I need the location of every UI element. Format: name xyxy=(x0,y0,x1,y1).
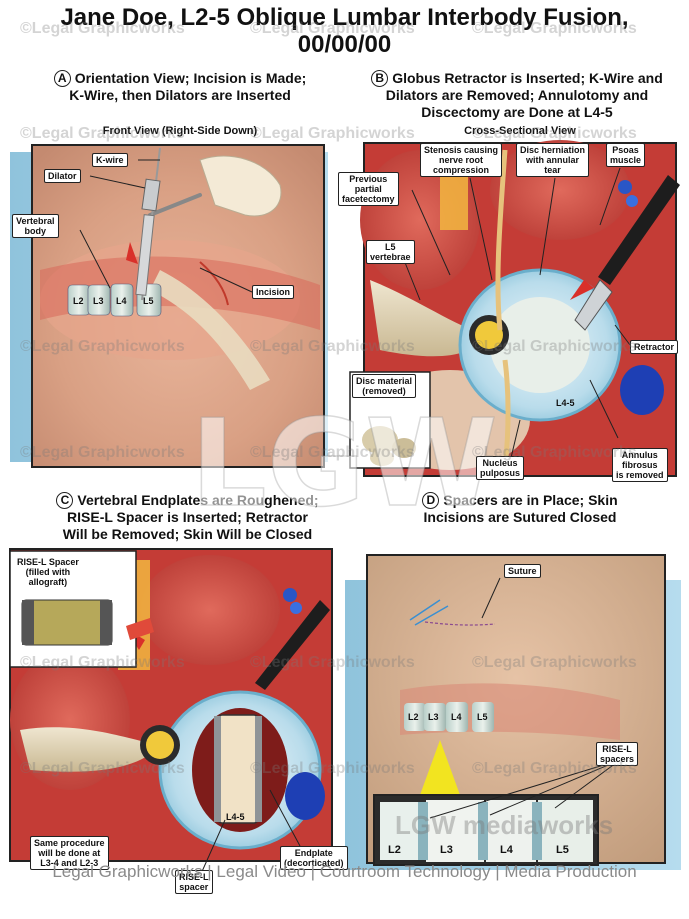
label-retractor: Retractor xyxy=(630,340,679,354)
label-psoas-muscle: Psoas muscle xyxy=(606,143,646,167)
vertebra-l4-a: L4 xyxy=(116,296,127,306)
label-disc-material: Disc material (removed) xyxy=(352,374,417,398)
panel-b-letter: B xyxy=(371,70,389,87)
vertebra-l4-zoom: L4 xyxy=(500,844,513,856)
panel-d-illustration xyxy=(345,554,681,870)
panel-a-subtitle: Front View (Right-Side Down) xyxy=(102,125,258,137)
label-dilator: Dilator xyxy=(44,169,81,183)
label-vertebral-body: Vertebral body xyxy=(12,214,59,238)
panel-a-line1: Orientation View; Incision is Made; xyxy=(74,70,307,86)
panel-c-illustration xyxy=(9,548,333,862)
panel-a-illustration xyxy=(10,144,328,468)
title-line-2: 00/00/00 xyxy=(297,31,392,58)
panel-d-line2: Incisions are Sutured Closed xyxy=(423,509,617,525)
panel-b-line1: Globus Retractor is Inserted; K-Wire and xyxy=(392,70,663,86)
vertebra-l2-d: L2 xyxy=(408,712,419,722)
label-annulus-fibrosus: Annulus fibrosus is removed xyxy=(612,448,668,482)
label-disc-herniation: Disc herniation with annular tear xyxy=(516,143,590,177)
panel-a-line2: K-Wire, then Dilators are Inserted xyxy=(69,87,291,103)
panel-c-line3: Will be Removed; Skin Will be Closed xyxy=(62,526,313,542)
page-title: Jane Doe, L2-5 Oblique Lumbar Interbody … xyxy=(0,4,689,58)
title-line-1: Jane Doe, L2-5 Oblique Lumbar Interbody … xyxy=(60,4,629,31)
vertebra-l2-a: L2 xyxy=(73,296,84,306)
label-endplate: Endplate (decorticated) xyxy=(280,846,348,870)
panel-c-line2: RISE-L Spacer is Inserted; Retractor xyxy=(67,509,308,525)
label-kwire: K-wire xyxy=(92,153,128,167)
vertebra-l5-zoom: L5 xyxy=(556,844,569,856)
panel-c-line1: Vertebral Endplates are Roughened; xyxy=(77,492,319,508)
label-rise-l-spacer-inset: RISE-L Spacer (filled with allograft) xyxy=(14,556,82,588)
panel-a-letter: A xyxy=(53,70,71,87)
label-stenosis: Stenosis causing nerve root compression xyxy=(420,143,503,177)
vertebra-l3-a: L3 xyxy=(93,296,104,306)
level-l4-5-b: L4-5 xyxy=(556,398,575,408)
label-l5-vertebrae: L5 vertebrae xyxy=(366,240,415,264)
panel-b-line3: Discectomy are Done at L4-5 xyxy=(421,104,613,120)
label-same-procedure: Same procedure will be done at L3-4 and … xyxy=(30,836,109,870)
label-rise-l-spacer: RISE-L spacer xyxy=(175,870,213,894)
footer-text: Legal Graphicworks | Legal Video | Court… xyxy=(52,862,637,881)
label-suture: Suture xyxy=(504,564,541,578)
leader-lines xyxy=(79,159,631,877)
label-incision: Incision xyxy=(252,285,295,299)
label-facetectomy: Previous partial facetectomy xyxy=(338,172,399,206)
vertebra-l5-d: L5 xyxy=(477,712,488,722)
vertebra-l2-zoom: L2 xyxy=(388,844,401,856)
label-nucleus-pulposus: Nucleus pulposus xyxy=(476,456,524,480)
vertebra-l5-a: L5 xyxy=(143,296,154,306)
panel-b-line2: Dilators are Removed; Annulotomy and xyxy=(385,87,649,103)
vertebra-l3-zoom: L3 xyxy=(440,844,453,856)
panel-b-subtitle: Cross-Sectional View xyxy=(464,125,576,137)
center-logo: LGW xyxy=(190,395,497,534)
vertebra-l3-d: L3 xyxy=(428,712,439,722)
label-rise-l-spacers: RISE-L spacers xyxy=(596,742,639,766)
panel-d-line1: Spacers are in Place; Skin xyxy=(443,492,618,508)
vertebra-l4-d: L4 xyxy=(451,712,462,722)
panel-c-letter: C xyxy=(56,492,74,509)
level-l4-5-c: L4-5 xyxy=(226,812,245,822)
